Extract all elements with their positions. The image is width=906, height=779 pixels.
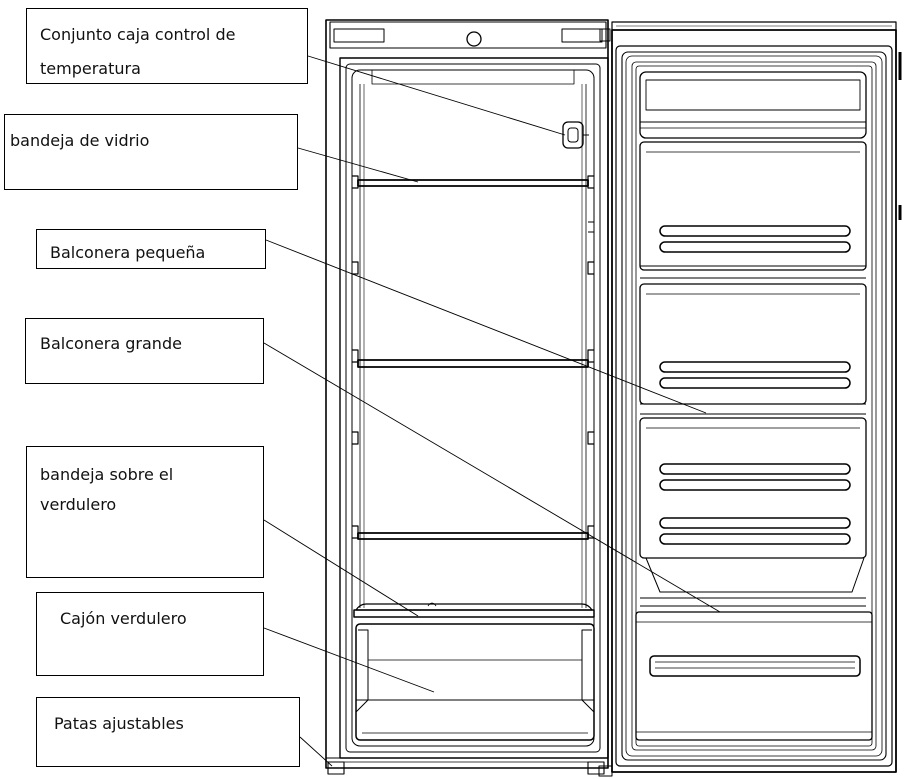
leader-lines xyxy=(263,55,721,767)
door-hinges xyxy=(598,28,613,777)
leader-small-balcony xyxy=(265,239,707,414)
label-box-large-balcony xyxy=(25,318,264,384)
label-box-feet xyxy=(36,697,300,767)
leader-large-balcony xyxy=(263,342,721,613)
label-box-glass-shelf xyxy=(4,114,298,190)
label-temp-control-line1: Conjunto caja control de xyxy=(40,25,236,44)
label-box-temp-control xyxy=(26,8,308,84)
cabinet xyxy=(325,19,609,775)
label-glass-shelf: bandeja de vidrio xyxy=(10,131,150,150)
label-large-balcony: Balconera grande xyxy=(40,334,182,353)
leader-feet xyxy=(299,736,333,767)
label-box-crisper-cover xyxy=(26,446,264,578)
label-box-small-balcony xyxy=(36,229,266,269)
label-box-crisper-drawer xyxy=(36,592,264,676)
leader-crisper-cover xyxy=(263,519,419,617)
label-crisper-drawer: Cajón verdulero xyxy=(60,609,187,628)
leader-glass-shelf xyxy=(297,147,419,183)
label-crisper-cover-line2: verdulero xyxy=(40,495,117,514)
label-temp-control-line2: temperatura xyxy=(40,59,141,78)
label-crisper-cover-line1: bandeja sobre el xyxy=(40,465,174,484)
door xyxy=(611,21,902,773)
label-feet: Patas ajustables xyxy=(54,714,184,733)
leader-crisper-drawer xyxy=(263,627,435,693)
leader-temp-control xyxy=(307,55,566,136)
label-small-balcony: Balconera pequeña xyxy=(50,243,206,262)
